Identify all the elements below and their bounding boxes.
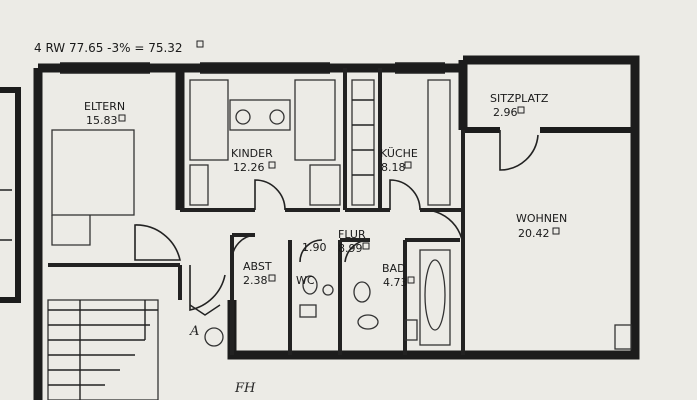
room-name-kueche: KÜCHE (380, 147, 418, 160)
outer-walls (33, 55, 640, 400)
room-name-flur: FLUR (338, 228, 366, 241)
room-name-wc: WC (296, 274, 315, 287)
room-name-eltern: ELTERN (84, 100, 125, 113)
wohnen-corner-stove (614, 324, 632, 350)
room-eltern: ELTERN 15.83 (84, 100, 125, 127)
windows (60, 62, 445, 74)
room-name-sitzplatz: SITZPLATZ (490, 92, 549, 105)
room-sitzplatz: SITZPLATZ 2.96 (490, 92, 549, 119)
room-area-sitzplatz: 2.96 (493, 106, 518, 119)
room-area-bad: 4.73 (383, 276, 408, 289)
room-wohnen: WOHNEN 20.42 (516, 212, 567, 240)
room-area-wohnen: 20.42 (518, 227, 550, 240)
room-bad: BAD 4.73 (382, 262, 408, 289)
area-box-marks (118, 106, 560, 284)
room-name-bad: BAD (382, 262, 406, 275)
room-area-flur: 8.99 (338, 242, 363, 255)
bed-eltern (51, 129, 135, 246)
adjacent-wall-left (0, 87, 21, 303)
room-abst: ABST 2.38 (243, 260, 272, 287)
room-area-abst: 2.38 (243, 274, 268, 287)
entrance-marker: A (189, 304, 224, 347)
room-flur: FLUR 8.99 (338, 228, 366, 255)
room-kueche: KÜCHE 8.18 (380, 147, 418, 174)
kitchen-counters (351, 79, 451, 206)
staircase (47, 299, 159, 400)
header-box-mark (196, 40, 204, 48)
room-name-abst: ABST (243, 260, 272, 273)
room-wc: 1.90 WC (296, 241, 327, 287)
room-kinder: KINDER 12.26 (231, 147, 273, 174)
furniture-kinder (189, 79, 341, 206)
doors (134, 130, 539, 311)
stairs-note: FH (234, 381, 256, 396)
bath-fixtures (353, 249, 451, 346)
entrance-letter: A (189, 324, 199, 339)
room-name-kinder: KINDER (231, 147, 273, 160)
wc-fixtures (299, 275, 334, 318)
room-area-kinder: 12.26 (233, 161, 265, 174)
room-area-wc: 1.90 (302, 241, 327, 254)
area-header: 4 RW 77.65 -3% = 75.32 (34, 41, 183, 55)
room-area-eltern: 15.83 (86, 114, 118, 127)
room-name-wohnen: WOHNEN (516, 212, 567, 225)
room-area-kueche: 8.18 (381, 161, 406, 174)
